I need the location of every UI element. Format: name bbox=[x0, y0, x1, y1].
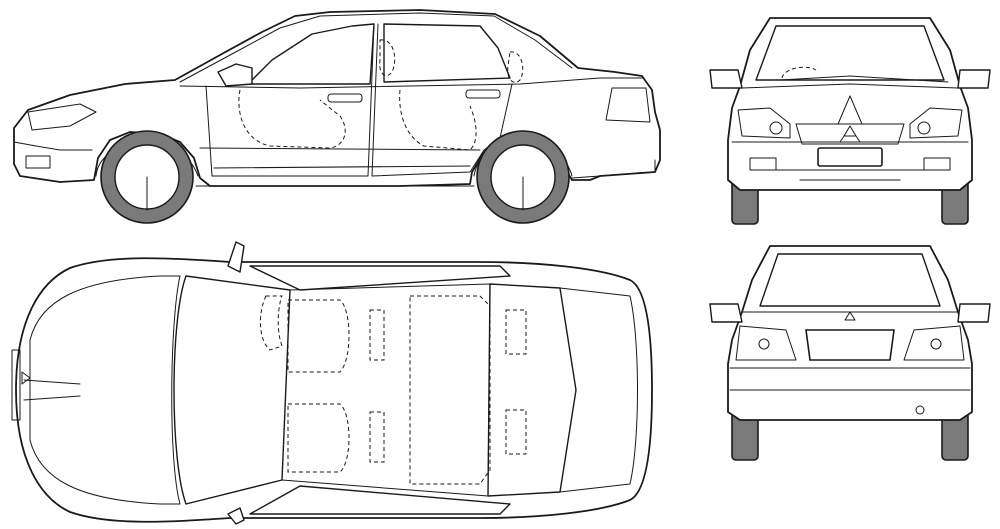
side-front-door-handle bbox=[327, 93, 363, 103]
top-front-right-headrest bbox=[369, 411, 385, 463]
top-right-mirror bbox=[227, 507, 245, 525]
top-right-side-glass bbox=[249, 485, 511, 515]
side-rear-door bbox=[371, 23, 513, 177]
side-front-headrest bbox=[379, 39, 396, 76]
side-front-window bbox=[247, 23, 375, 85]
front-left-mirror bbox=[709, 69, 743, 89]
top-view bbox=[11, 241, 653, 525]
side-roof-line bbox=[179, 12, 573, 83]
side-rear-door-handle bbox=[465, 89, 501, 99]
side-headlight bbox=[27, 103, 97, 131]
top-front-emblem-icon bbox=[21, 371, 31, 385]
rear-window bbox=[759, 253, 941, 307]
rear-bumper-line bbox=[729, 367, 971, 391]
side-rear-seat-outline bbox=[399, 89, 477, 151]
side-lower-line bbox=[213, 165, 471, 169]
side-view bbox=[13, 9, 661, 224]
front-emblem-icon bbox=[839, 125, 861, 143]
front-right-lamp bbox=[917, 121, 931, 135]
top-front-bumper-plate bbox=[11, 349, 21, 421]
front-right-mirror bbox=[957, 69, 991, 89]
front-hood-line bbox=[741, 83, 959, 89]
front-lower-intake bbox=[751, 169, 949, 181]
front-left-headlight bbox=[737, 107, 791, 139]
top-rear-window bbox=[487, 283, 577, 497]
front-left-fog bbox=[749, 157, 777, 171]
top-front-left-headrest bbox=[369, 309, 385, 361]
rear-view bbox=[709, 245, 991, 461]
front-license-plate bbox=[817, 147, 883, 167]
front-wiper bbox=[779, 75, 949, 83]
side-mirror bbox=[217, 63, 253, 87]
rear-emblem-icon bbox=[844, 311, 856, 321]
top-trunk bbox=[559, 287, 638, 493]
front-right-fog bbox=[923, 157, 951, 171]
rear-left-taillight bbox=[735, 325, 797, 361]
side-rear-window bbox=[383, 23, 511, 83]
top-rear-right-headrest bbox=[505, 409, 527, 455]
side-front-seat-outline bbox=[238, 89, 346, 149]
side-taillight bbox=[605, 87, 651, 123]
front-grille bbox=[795, 123, 905, 145]
side-front-door bbox=[205, 23, 375, 177]
side-fog-light bbox=[25, 155, 51, 169]
top-left-mirror bbox=[227, 241, 245, 273]
front-right-headlight bbox=[909, 107, 963, 139]
rear-license-plate bbox=[805, 329, 895, 361]
front-windshield bbox=[755, 25, 945, 81]
side-rear-headrest bbox=[507, 51, 524, 83]
rear-right-mirror bbox=[957, 303, 991, 323]
rear-left-lamp bbox=[758, 338, 770, 350]
top-left-steering-area bbox=[260, 295, 283, 351]
front-mirror-reflection bbox=[781, 66, 817, 79]
top-hood-outline bbox=[29, 275, 181, 505]
top-left-side-glass bbox=[249, 265, 511, 291]
rear-right-taillight bbox=[903, 325, 965, 361]
top-windshield bbox=[173, 275, 291, 505]
top-front-left-seat bbox=[287, 299, 350, 373]
rear-right-lamp bbox=[930, 338, 942, 350]
side-rear-bumper bbox=[571, 159, 656, 179]
top-hood-crease bbox=[23, 379, 81, 401]
side-belt-line bbox=[179, 77, 645, 89]
rear-exhaust-pipe bbox=[915, 405, 925, 415]
rear-left-mirror bbox=[709, 303, 743, 323]
top-rear-bench bbox=[409, 295, 491, 485]
top-front-right-seat bbox=[287, 403, 350, 473]
front-view bbox=[709, 17, 991, 225]
top-rear-left-headrest bbox=[505, 309, 527, 355]
side-front-bumper bbox=[13, 141, 93, 151]
side-sill-line bbox=[199, 147, 481, 151]
front-left-lamp bbox=[769, 121, 783, 135]
